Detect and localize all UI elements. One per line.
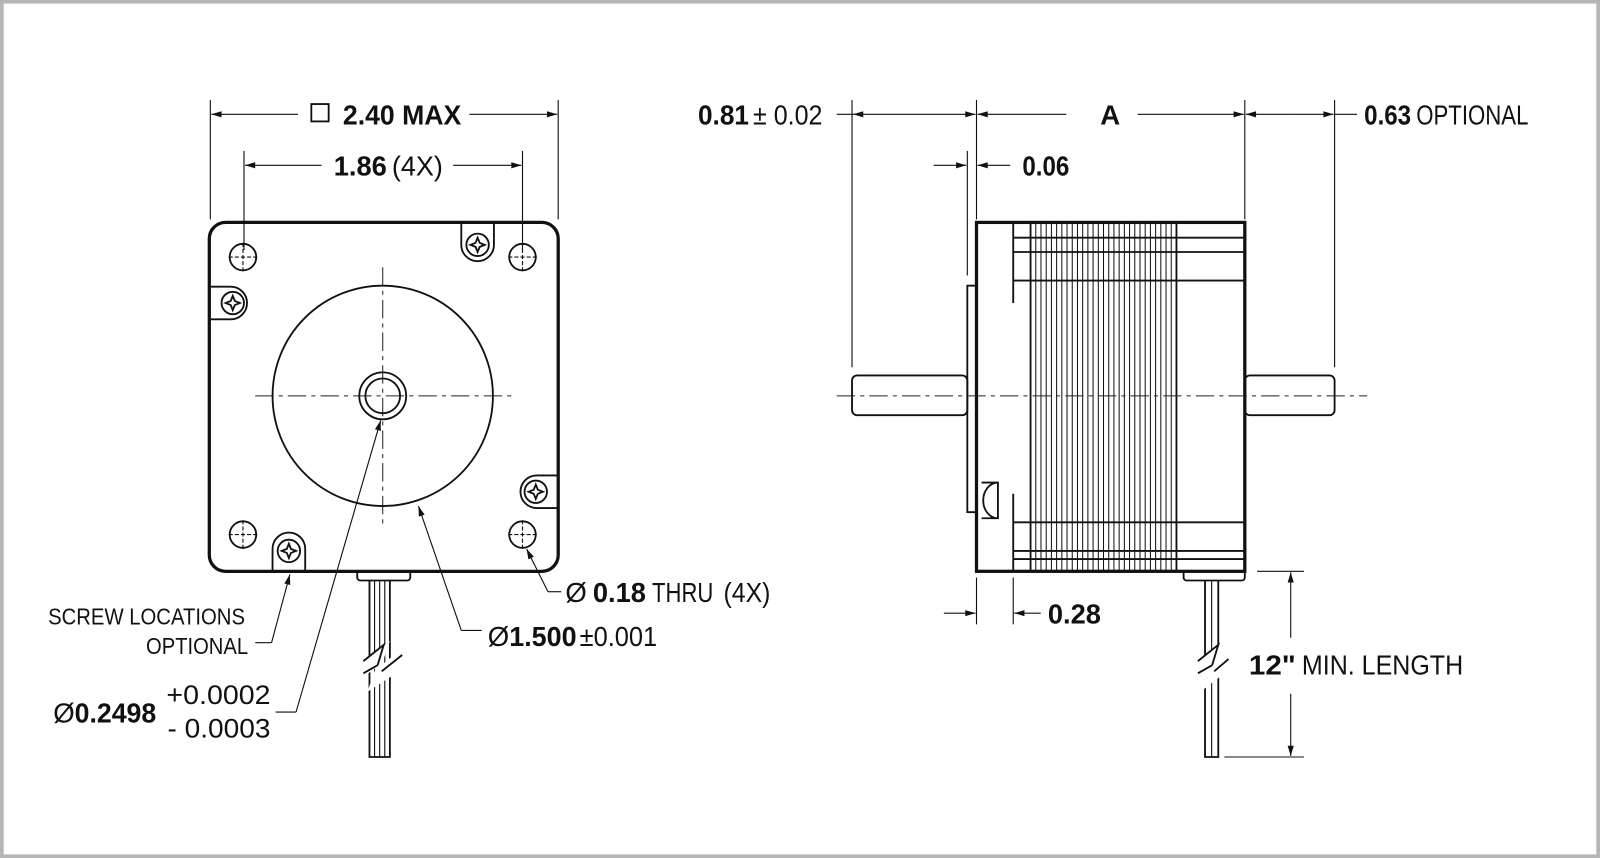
motor-face-outline bbox=[207, 220, 560, 573]
shaft-tol-plus: +0.0002 bbox=[166, 680, 270, 710]
phillips-cross-icon bbox=[223, 293, 243, 313]
callout-shaft-diameter: Ø0.2498 +0.0002 - 0.0003 bbox=[53, 420, 382, 744]
screw-top bbox=[460, 222, 495, 263]
screw-note-line1: SCREW LOCATIONS bbox=[48, 603, 245, 629]
dim-body-length: A bbox=[977, 99, 1244, 130]
phillips-cross-icon bbox=[279, 541, 299, 561]
shaft-tol-minus: - 0.0003 bbox=[167, 714, 270, 744]
stator-laminations bbox=[1029, 223, 1178, 571]
endcap-label: 0.28 bbox=[1048, 598, 1101, 629]
motor-body-outline bbox=[974, 220, 1247, 573]
frame-size-value: 2.40 MAX bbox=[343, 99, 462, 130]
mounting-hole bbox=[508, 520, 537, 549]
front-view: 2.40 MAX 1.86(4X) SCREW LOCATIONS OPTION… bbox=[48, 99, 770, 758]
break-symbol bbox=[362, 640, 407, 692]
dim-front-shaft: 0.81± 0.02 bbox=[698, 99, 976, 130]
screw-note-line2: OPTIONAL bbox=[146, 633, 248, 659]
mounting-hole bbox=[228, 520, 258, 549]
callout-pilot-diameter: Ø1.500±0.001 bbox=[417, 505, 657, 652]
dim-pilot-depth: 0.06 bbox=[933, 150, 1069, 181]
phillips-cross-icon bbox=[467, 235, 488, 255]
lead-wires-front bbox=[356, 571, 412, 758]
lead-length-label: 12"MIN. LENGTH bbox=[1249, 649, 1463, 680]
front-shaft-label: 0.81± 0.02 bbox=[698, 99, 822, 130]
phillips-cross-icon bbox=[526, 482, 546, 502]
callout-screw-locations: SCREW LOCATIONS OPTIONAL bbox=[48, 574, 291, 659]
shaft-outer bbox=[358, 371, 408, 421]
shaft-dia-label: Ø0.2498 bbox=[53, 697, 156, 728]
dim-frame-size: 2.40 MAX bbox=[209, 99, 559, 220]
shaft-inner bbox=[364, 377, 401, 415]
square-symbol-icon bbox=[310, 103, 330, 123]
lead-wires-side bbox=[1182, 571, 1246, 758]
pilot-dia-label: Ø1.500±0.001 bbox=[488, 621, 657, 652]
screw-bottom bbox=[271, 531, 307, 572]
mounting-holes bbox=[228, 242, 537, 549]
body-length-label: A bbox=[1100, 99, 1120, 130]
dim-hole-spacing: 1.86(4X) bbox=[243, 150, 524, 250]
mounting-hole bbox=[228, 242, 258, 272]
pilot-circle bbox=[271, 284, 494, 507]
hole-spacing-label: 1.86(4X) bbox=[334, 150, 443, 181]
screw-left bbox=[209, 285, 248, 321]
dim-endcap: 0.28 bbox=[943, 577, 1101, 629]
pilot-depth-label: 0.06 bbox=[1022, 150, 1069, 181]
dim-lead-length: 12"MIN. LENGTH bbox=[1224, 570, 1463, 758]
screw-right bbox=[519, 474, 559, 509]
connector-tab bbox=[981, 481, 999, 520]
